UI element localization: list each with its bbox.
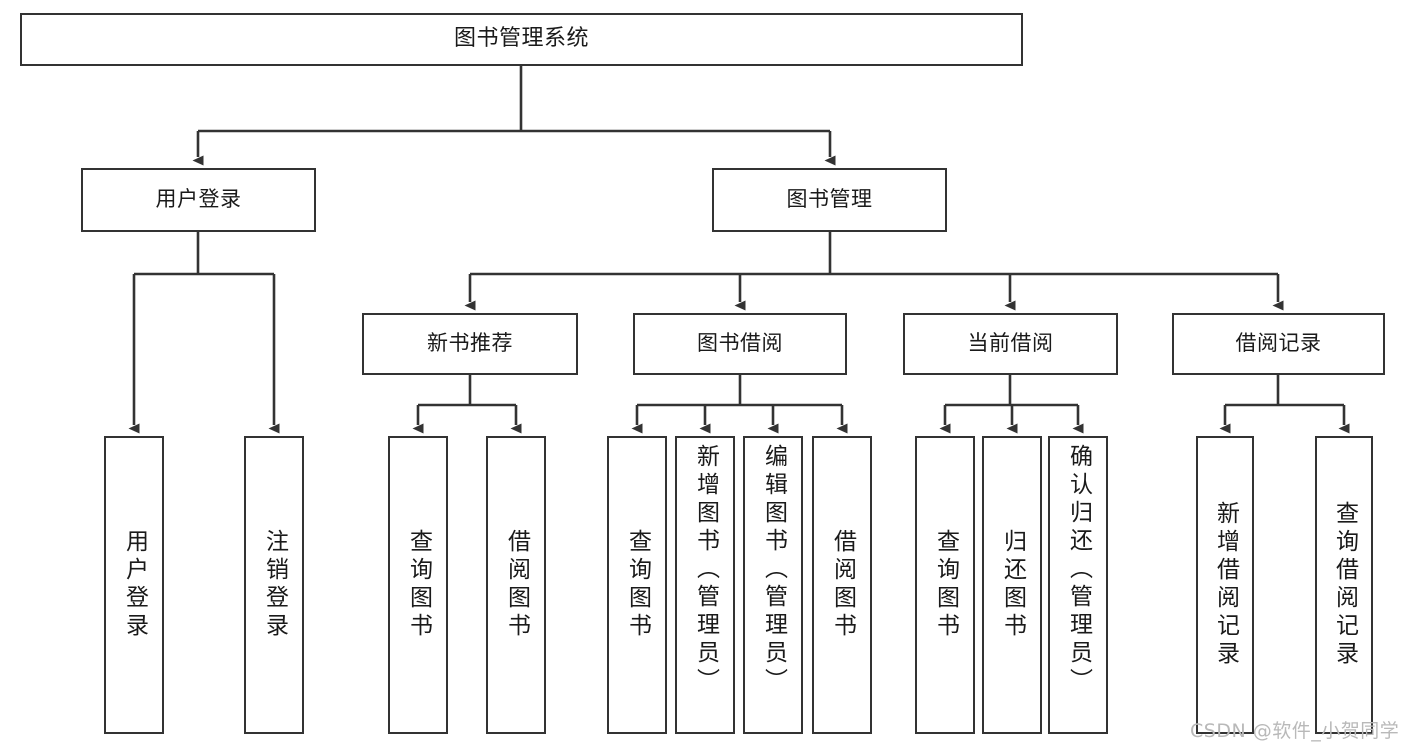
- node-leaf-4[interactable]: 查询图书: [607, 436, 667, 734]
- node-leaf-11-label: 新增借阅记录: [1212, 501, 1239, 669]
- node-leaf-1[interactable]: 注销登录: [244, 436, 304, 734]
- node-leaf-4-label: 查询图书: [624, 529, 651, 641]
- node-leaf-8[interactable]: 查询图书: [915, 436, 975, 734]
- node-leaf-6-label: 编辑图书（管理员）: [760, 444, 787, 696]
- node-leaf-9[interactable]: 归还图书: [982, 436, 1042, 734]
- node-level2-3-label: 借阅记录: [1235, 331, 1322, 356]
- node-leaf-10-label: 确认归还（管理员）: [1065, 444, 1092, 696]
- node-leaf-5-label: 新增图书（管理员）: [692, 444, 719, 696]
- node-leaf-2-label: 查询图书: [405, 529, 432, 641]
- node-leaf-11[interactable]: 新增借阅记录: [1196, 436, 1254, 734]
- node-leaf-5[interactable]: 新增图书（管理员）: [675, 436, 735, 734]
- node-leaf-0-label: 用户登录: [121, 529, 148, 641]
- node-level2-2-label: 当前借阅: [967, 331, 1054, 356]
- node-level2-1-label: 图书借阅: [697, 331, 783, 356]
- node-leaf-12-label: 查询借阅记录: [1331, 501, 1358, 669]
- node-leaf-2[interactable]: 查询图书: [388, 436, 448, 734]
- node-root[interactable]: 图书管理系统: [20, 13, 1023, 66]
- node-level2-2[interactable]: 当前借阅: [903, 313, 1118, 375]
- node-level1-1[interactable]: 图书管理: [712, 168, 947, 232]
- node-leaf-9-label: 归还图书: [999, 529, 1026, 641]
- node-level2-3[interactable]: 借阅记录: [1172, 313, 1385, 375]
- node-level2-1[interactable]: 图书借阅: [633, 313, 847, 375]
- node-leaf-1-label: 注销登录: [261, 529, 288, 641]
- node-leaf-7[interactable]: 借阅图书: [812, 436, 872, 734]
- node-leaf-8-label: 查询图书: [932, 529, 959, 641]
- node-level2-0-label: 新书推荐: [427, 331, 513, 356]
- node-leaf-3-label: 借阅图书: [503, 529, 530, 641]
- node-root-label: 图书管理系统: [453, 26, 589, 52]
- node-leaf-7-label: 借阅图书: [829, 529, 856, 641]
- node-leaf-0[interactable]: 用户登录: [104, 436, 164, 734]
- node-leaf-12[interactable]: 查询借阅记录: [1315, 436, 1373, 734]
- node-level2-0[interactable]: 新书推荐: [362, 313, 578, 375]
- node-level1-0[interactable]: 用户登录: [81, 168, 316, 232]
- node-leaf-3[interactable]: 借阅图书: [486, 436, 546, 734]
- node-leaf-6[interactable]: 编辑图书（管理员）: [743, 436, 803, 734]
- csdn-watermark: CSDN @软件_小贺同学: [1190, 720, 1400, 742]
- node-level1-1-label: 图书管理: [786, 187, 873, 212]
- node-leaf-10[interactable]: 确认归还（管理员）: [1048, 436, 1108, 734]
- node-level1-0-label: 用户登录: [155, 187, 242, 212]
